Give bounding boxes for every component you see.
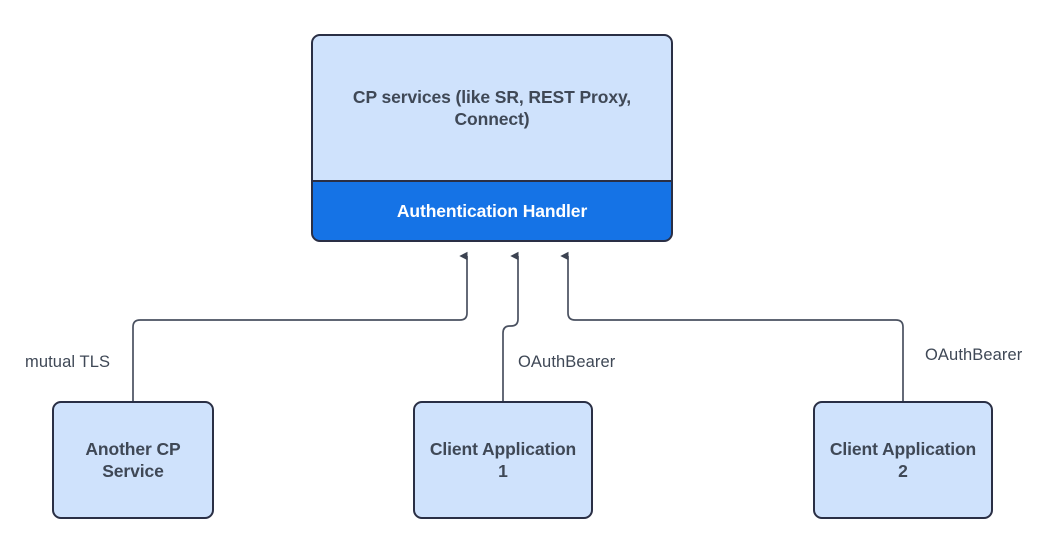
connector-client-app-1: [502, 251, 519, 401]
edge-label-oauthbearer-client-app-1: OAuthBearer: [515, 352, 619, 373]
node-client-application-1[interactable]: Client Application 1: [413, 401, 593, 519]
node-client-application-1-label: Client Application 1: [429, 438, 577, 481]
connector-another-cp-service: [132, 251, 468, 401]
connector-client-app-2: [560, 251, 904, 401]
node-authentication-handler[interactable]: Authentication Handler: [311, 180, 673, 242]
node-cp-services[interactable]: CP services (like SR, REST Proxy, Connec…: [311, 34, 673, 182]
edge-label-mutual-tls: mutual TLS: [22, 352, 114, 373]
node-authentication-handler-label: Authentication Handler: [396, 200, 588, 221]
node-another-cp-service-label: Another CP Service: [85, 438, 181, 481]
node-client-application-2-label: Client Application 2: [829, 438, 977, 481]
node-another-cp-service[interactable]: Another CP Service: [52, 401, 214, 519]
edge-label-oauthbearer-client-app-2: OAuthBearer: [922, 345, 1026, 366]
node-cp-services-label: CP services (like SR, REST Proxy, Connec…: [352, 86, 632, 129]
node-client-application-2[interactable]: Client Application 2: [813, 401, 993, 519]
